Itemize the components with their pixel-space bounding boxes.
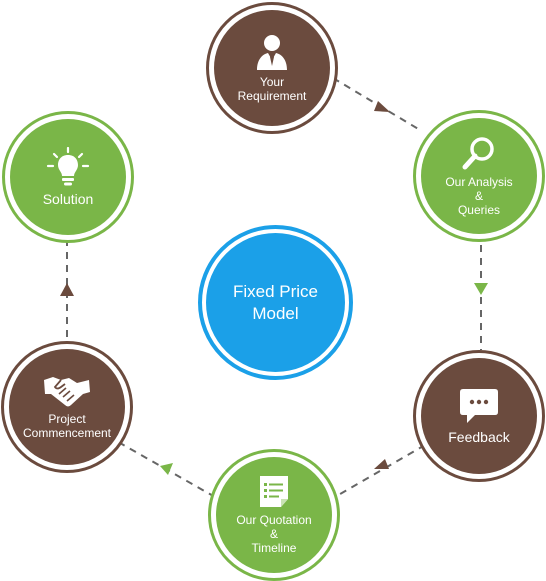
magnifier-icon xyxy=(462,137,494,170)
arrow-analysis-feedback xyxy=(474,283,488,295)
node-quotation: Our Quotation & Timeline xyxy=(216,457,332,573)
node-commencement-line1: Project xyxy=(48,412,86,426)
node-requirement: Your Requirement xyxy=(214,10,330,126)
connector-requirement-analysis xyxy=(332,77,421,131)
center-title-line2: Model xyxy=(252,303,299,323)
node-requirement-line1: Your xyxy=(259,75,285,89)
node-quotation-line3: Timeline xyxy=(251,541,297,555)
handshake-icon xyxy=(44,377,90,407)
connector-feedback-quotation xyxy=(334,444,426,498)
center-node: Fixed Price Model xyxy=(206,233,345,372)
lightbulb-icon xyxy=(46,147,90,186)
person-icon xyxy=(257,35,287,70)
node-commencement: Project Commencement xyxy=(9,349,125,465)
node-analysis-line2: & xyxy=(474,189,483,203)
center-title-line1: Fixed Price xyxy=(232,281,319,301)
node-requirement-line2: Requirement xyxy=(237,89,307,103)
arrow-commencement-solution xyxy=(60,283,74,296)
node-solution-line1: Solution xyxy=(42,191,94,207)
node-analysis-line1: Our Analysis xyxy=(445,175,513,189)
node-feedback-line1: Feedback xyxy=(448,429,510,445)
arrow-requirement-analysis xyxy=(374,101,390,112)
arrow-feedback-quotation xyxy=(374,459,389,469)
node-feedback: Feedback xyxy=(421,358,537,474)
node-analysis: Our Analysis & Queries xyxy=(421,118,537,234)
node-quotation-line1: Our Quotation xyxy=(236,513,312,527)
document-list-icon xyxy=(260,476,288,507)
chat-bubble-icon xyxy=(460,389,498,423)
arrow-quotation-commencement xyxy=(160,463,173,475)
node-quotation-line2: & xyxy=(269,527,278,541)
node-analysis-line3: Queries xyxy=(457,203,500,217)
node-solution: Solution xyxy=(10,119,126,235)
node-commencement-line2: Commencement xyxy=(22,426,112,440)
